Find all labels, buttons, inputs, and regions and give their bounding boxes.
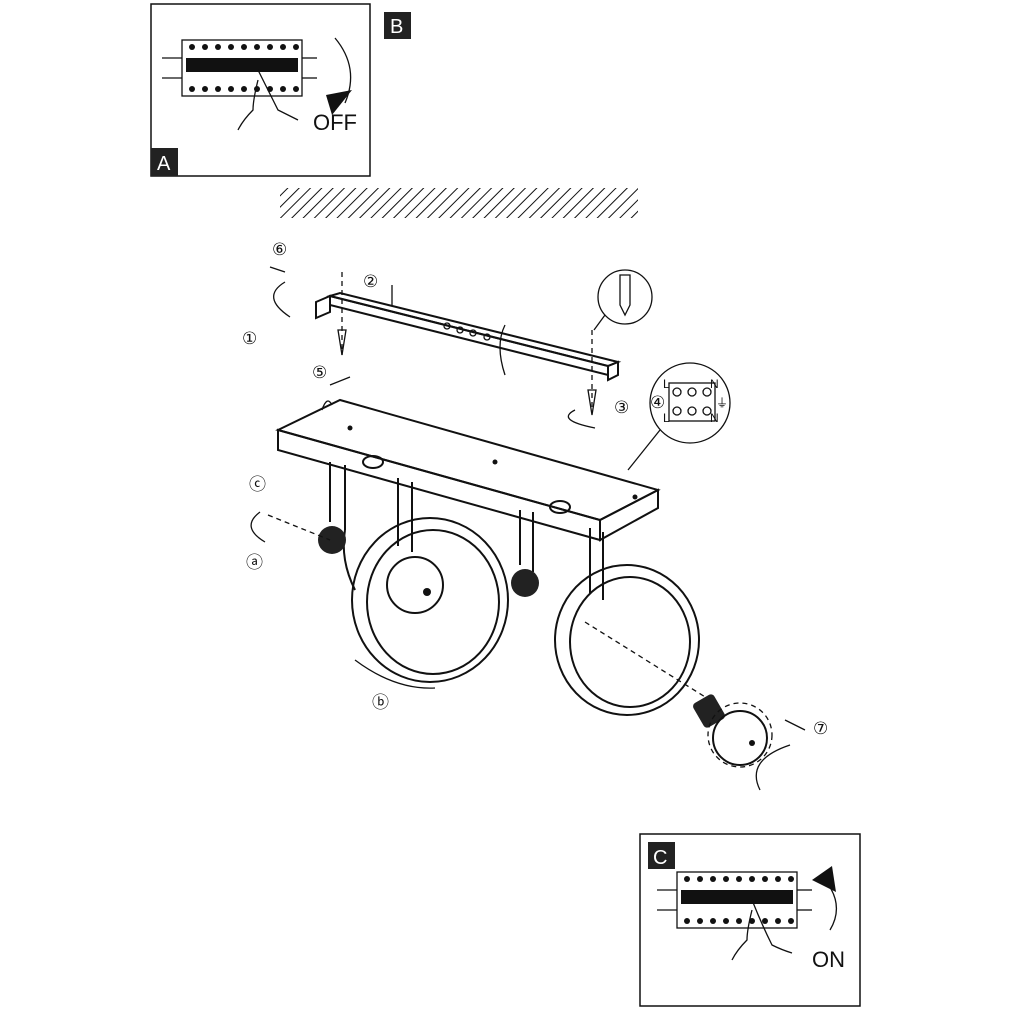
wall-plug-callout xyxy=(593,269,653,331)
terminal-neutral-top: N xyxy=(710,377,719,391)
badge-b: B xyxy=(390,16,403,38)
badge-c: C xyxy=(653,847,667,869)
cable xyxy=(499,324,506,376)
step-7: ⑦ xyxy=(813,719,828,739)
arrow-down-icon xyxy=(334,37,352,104)
hand-icon xyxy=(237,69,299,131)
hand-icon xyxy=(731,899,793,961)
terminal-live-bottom: L xyxy=(663,411,670,425)
circuit-breaker-icon xyxy=(656,871,813,929)
off-label: OFF xyxy=(313,110,357,135)
step-4: ④ xyxy=(650,393,665,413)
mounting-bracket xyxy=(315,272,622,416)
substep-c: ⓒ xyxy=(249,475,266,495)
step-5: ⑤ xyxy=(312,363,327,383)
substep-a: ⓐ xyxy=(246,553,263,573)
terminal-live-top: L xyxy=(663,377,670,391)
substep-b: ⓑ xyxy=(372,693,389,713)
badge-a: A xyxy=(157,153,171,175)
circuit-breaker-icon xyxy=(161,39,318,97)
spotlight-left xyxy=(267,455,509,683)
step-1: ① xyxy=(242,329,257,349)
rotation-arrows xyxy=(250,266,806,791)
bulb xyxy=(693,694,773,768)
terminal-neutral-bottom: N xyxy=(710,411,719,425)
step-6: ⑥ xyxy=(272,240,287,260)
step-3: ③ xyxy=(614,398,629,418)
ceiling-hatch xyxy=(280,188,638,218)
earth-icon: ⏚ xyxy=(716,396,728,410)
panel-power-off: OFF A B xyxy=(150,3,411,177)
step-2: ② xyxy=(363,272,378,292)
adjust-knob-icon xyxy=(511,569,539,597)
spotlight-right xyxy=(511,500,711,716)
panel-power-on: C ON xyxy=(639,833,861,1007)
canopy-plate xyxy=(275,398,661,542)
on-label: ON xyxy=(812,947,845,972)
terminal-block-callout: L L N N ⏚ xyxy=(627,362,731,471)
adjust-knob-icon xyxy=(318,526,346,554)
